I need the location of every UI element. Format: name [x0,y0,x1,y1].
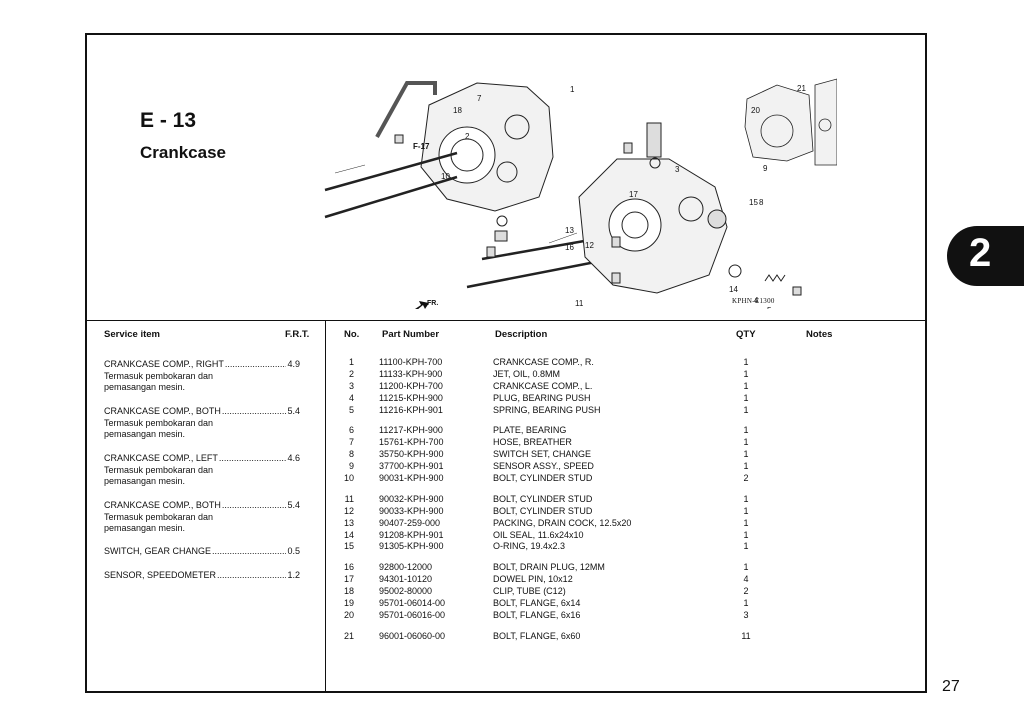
callout-17: 17 [629,190,638,199]
callout-18: 18 [453,106,462,115]
gear-switch-drawing [707,209,727,229]
callout-20: 20 [751,106,760,115]
speed-sensor-drawing [646,122,662,158]
notes-header: Notes [806,329,833,340]
section-tab: 2 [947,226,1024,286]
service-item: CRANKCASE COMP., BOTH5.4 Termasuk pembok… [104,406,300,441]
service-item: CRANKCASE COMP., BOTH5.4 Termasuk pembok… [104,500,300,535]
callout-9: 9 [763,164,768,173]
bearing-spring-drawing [764,274,786,282]
callout-1: 1 [570,85,575,94]
page-number: 27 [942,678,960,695]
oil-seal-drawing [728,264,742,278]
diagram-reference-code: KPHN-E1300 [732,297,775,305]
service-item: CRANKCASE COMP., RIGHT4.9 Termasuk pembo… [104,359,300,394]
exploded-parts-diagram: 1 2 3 4 5 6 7 8 9 10 11 12 13 14 15 16 1… [324,78,837,309]
callout-4: 4 [754,296,759,305]
crankcase-inset-drawing [814,78,837,166]
service-item: CRANKCASE COMP., LEFT4.6 Termasuk pembok… [104,453,300,488]
qty-header: QTY [736,329,756,340]
breather-hose-drawing [375,81,437,138]
section-title: Crankcase [140,143,227,162]
stud-bolt-drawing [324,151,458,192]
drain-plug-drawing [494,230,508,242]
header-divider [87,320,925,321]
callout-12: 12 [585,241,594,250]
description-header: Description [495,329,548,340]
view-reference: F-17 [413,142,430,151]
callout-2: 2 [465,132,470,141]
service-item: SENSOR, SPEEDOMETER1.2 [104,570,300,582]
callout-3: 3 [675,165,680,174]
front-arrow-icon [415,301,429,309]
front-arrow-label: FR. [427,300,438,307]
section-code: E - 13 [140,109,197,132]
callout-13: 13 [565,226,574,235]
callout-5: 5 [767,306,772,309]
column-divider [325,320,326,691]
packing-drawing [496,215,508,227]
service-item: SWITCH, GEAR CHANGE0.5 [104,546,300,558]
service-item-header: Service item [104,329,160,340]
callout-15: 15 [749,198,758,207]
callout-7: 7 [477,94,482,103]
part-number-header: Part Number [382,329,440,340]
callout-10: 10 [441,172,450,181]
callout-14: 14 [729,285,738,294]
callout-16: 16 [565,243,574,252]
parts-page-frame: E - 13 Crankcase [85,33,927,693]
callout-21: 21 [797,84,806,93]
crankcase-right-bore [438,126,496,184]
frt-header: F.R.T. [285,329,310,340]
no-header: No. [344,329,360,340]
callout-11: 11 [575,299,584,308]
callout-8: 8 [759,198,764,207]
